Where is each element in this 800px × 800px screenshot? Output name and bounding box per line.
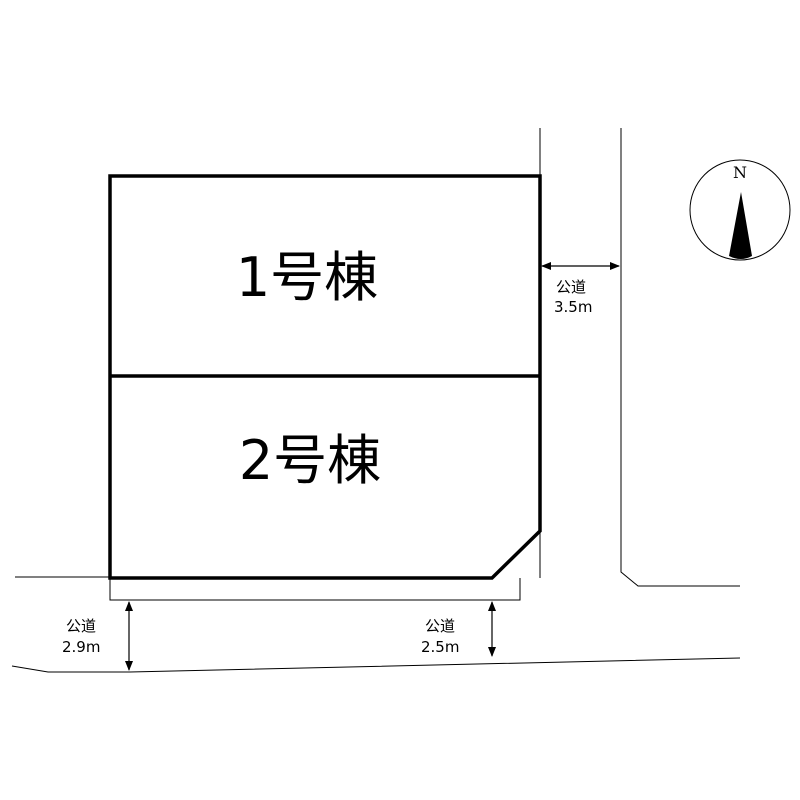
south-west-road-width: 2.9m [62,638,100,656]
lot-2-label: 2号棟 [239,429,381,492]
east-road-label: 公道 [556,278,586,296]
south-east-road-label: 公道 [425,617,455,635]
north-arrow: N [689,159,791,261]
setback-strip [109,578,521,601]
north-arrow-circle [689,159,791,261]
road-lines [11,128,741,673]
north-arrow-label: N [733,163,747,182]
lot-outline [108,174,542,580]
south-east-road-width: 2.5m [421,638,459,656]
east-road-width: 3.5m [554,298,592,316]
south-west-road-dimension: 公道 2.9m [62,601,133,671]
south-west-road-label: 公道 [66,617,96,635]
north-arrow-icon [729,192,752,259]
lot-boundaries [108,174,542,580]
south-road-south-edge [11,657,741,673]
east-road-dimension: 公道 3.5m [541,262,620,316]
lot-1-label: 1号棟 [236,246,378,309]
south-east-road-dimension: 公道 2.5m [421,601,496,657]
east-road-east-edge [620,128,740,587]
